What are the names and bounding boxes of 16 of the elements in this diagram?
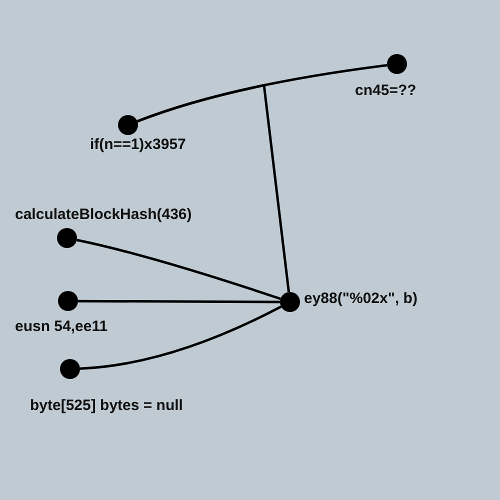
code-label: ey88("%02x", b) [304, 290, 418, 307]
code-label: calculateBlockHash(436) [15, 206, 192, 223]
connector-line [136, 84, 290, 292]
node-dot [58, 291, 78, 311]
connector-line [76, 238, 281, 300]
code-label: byte[525] bytes = null [30, 397, 183, 414]
code-label: if(n==1)x3957 [90, 136, 186, 153]
node-dot [60, 359, 80, 379]
node-dot [280, 292, 300, 312]
code-label: eusn 54,ee11 [15, 318, 108, 335]
node-dot [118, 115, 138, 135]
node-dot [57, 228, 77, 248]
node-dot [387, 54, 407, 74]
connector-line [80, 306, 282, 370]
code-label: cn45=?? [355, 82, 416, 99]
connector-line [78, 300, 280, 304]
